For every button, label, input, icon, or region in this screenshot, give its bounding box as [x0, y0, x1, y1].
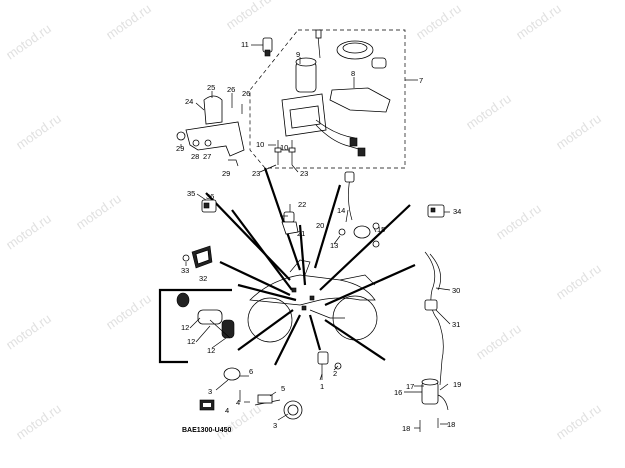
callout-12b: 12 [187, 337, 195, 346]
callout-30: 30 [452, 286, 460, 295]
watermark: motod.ru [103, 1, 154, 43]
watermark: motod.ru [553, 261, 604, 303]
callout-26b: 26 [242, 89, 250, 98]
horn-36 [201, 199, 217, 213]
callout-7: 7 [419, 76, 423, 85]
watermark: motod.ru [223, 0, 274, 32]
callout-leaders [180, 44, 451, 429]
callout-25: 25 [207, 83, 215, 92]
watermark: motod.ru [463, 91, 514, 133]
callout-6: 6 [249, 367, 253, 376]
bracket-assembly [176, 95, 245, 167]
callout-19: 19 [453, 380, 461, 389]
callout-28: 28 [191, 152, 199, 161]
callout-5: 5 [281, 384, 285, 393]
callout-34: 34 [453, 207, 461, 216]
relay-34 [427, 204, 445, 218]
callout-4b: 4 [236, 398, 240, 407]
callout-3: 3 [273, 421, 277, 430]
callout-8: 8 [351, 69, 355, 78]
callout-12a: 12 [181, 323, 189, 332]
ignition-switch [274, 29, 327, 165]
key-11 [262, 37, 273, 57]
watermark: motod.ru [13, 401, 64, 443]
callout-10b: 10 [280, 143, 288, 152]
watermark: motod.ru [3, 211, 54, 253]
callout-10a: 10 [256, 140, 264, 149]
callout-33: 33 [181, 266, 189, 275]
cover-7 [329, 87, 391, 113]
callout-1: 1 [320, 382, 324, 391]
motorcycle-outline [247, 259, 378, 343]
label-card [199, 399, 215, 411]
callout-29a: 29 [176, 144, 184, 153]
callout-35: 35 [187, 189, 195, 198]
callout-20: 20 [316, 221, 324, 230]
callout-18a: 18 [402, 424, 410, 433]
watermark: motod.ru [3, 21, 54, 63]
callout-23b: 23 [300, 169, 308, 178]
callout-29b: 29 [222, 169, 230, 178]
handlebar-switch-12 [176, 292, 235, 339]
watermark: motod.ru [493, 201, 544, 243]
watermark: motod.ru [3, 311, 54, 353]
callout-9: 9 [296, 50, 300, 59]
callout-31: 31 [452, 320, 460, 329]
callout-3b: 3 [208, 387, 212, 396]
diagram-code: BAE1300-U450 [182, 427, 232, 434]
watermark: motod.ru [413, 1, 464, 43]
callout-26a: 26 [227, 85, 235, 94]
callout-36: 36 [206, 192, 214, 201]
watermark: motod.ru [553, 401, 604, 443]
callout-4: 4 [225, 406, 229, 415]
sensor-30-31 [419, 251, 449, 432]
callout-12c: 12 [207, 346, 215, 355]
watermark: motod.ru [513, 1, 564, 43]
unit-32 [182, 245, 213, 269]
leader-rays [158, 167, 416, 366]
callout-13: 13 [330, 241, 338, 250]
callout-16: 16 [394, 388, 402, 397]
callout-labels: 1 2 3 4 4 5 6 3 7 8 9 10 10 11 12 12 12 … [176, 40, 461, 433]
sensor-14 [338, 171, 380, 248]
callout-21: 21 [297, 229, 305, 238]
callout-17: 17 [406, 382, 414, 391]
callout-2: 2 [333, 369, 337, 378]
callout-32: 32 [199, 274, 207, 283]
callout-22: 22 [298, 200, 306, 209]
switch-20 [281, 204, 299, 235]
callout-15: 15 [377, 225, 385, 234]
callout-11: 11 [241, 40, 249, 49]
watermark: motod.ru [73, 191, 124, 233]
callout-18b: 18 [447, 420, 455, 429]
wire-harness [315, 119, 366, 157]
horn-3 [223, 367, 303, 420]
watermark: motod.ru [473, 321, 524, 363]
callout-24: 24 [185, 97, 193, 106]
callout-23a: 23 [252, 169, 260, 178]
callout-14: 14 [337, 206, 345, 215]
watermark: motod.ru [553, 111, 604, 153]
fuel-cap-8 [336, 40, 387, 69]
watermark: motod.ru [103, 291, 154, 333]
watermark: motod.ru [13, 111, 64, 153]
callout-27: 27 [203, 152, 211, 161]
